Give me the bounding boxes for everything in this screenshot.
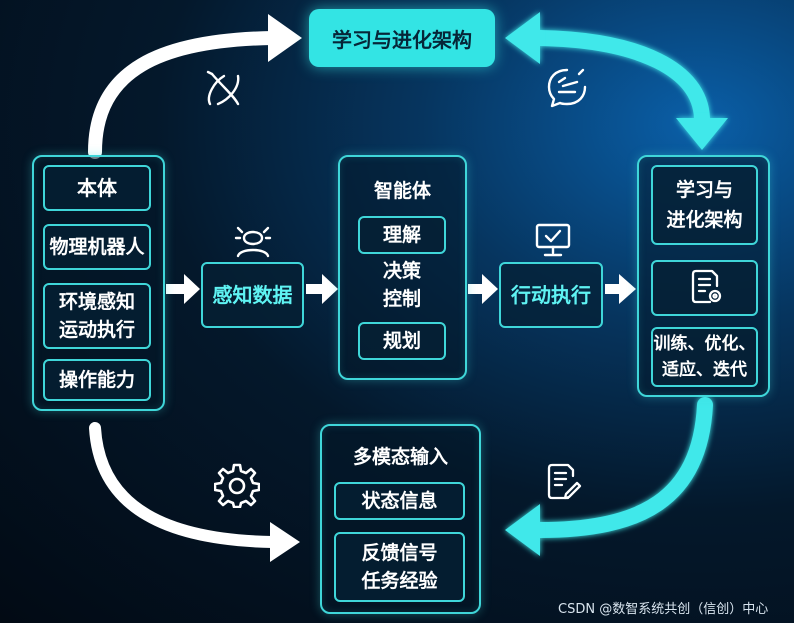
agent-item-understand: 理解 [358, 216, 446, 254]
top-architecture-box: 学习与进化架构 [309, 9, 495, 67]
monitor-check-icon [535, 223, 571, 257]
atom-icon [206, 70, 240, 106]
right-panel-title: 学习与 进化架构 [651, 165, 758, 245]
document-pen-icon [547, 463, 582, 500]
arrow-right-to-bottom [532, 397, 713, 538]
left-item-env-motion: 环境感知 运动执行 [43, 283, 151, 349]
arrowhead-agent-to-action [482, 274, 498, 304]
arrowhead-top-to-right [676, 118, 728, 150]
arrow-top-to-right [532, 30, 710, 126]
left-item-manipulation: 操作能力 [43, 359, 151, 401]
bottom-item-state: 状态信息 [334, 482, 465, 520]
watermark: CSDN @数智系统共创（信创）中心 [558, 602, 769, 617]
arrow-left-to-bottom [89, 422, 278, 548]
bottom-item-feedback-experience: 反馈信号 任务经验 [334, 532, 465, 602]
action-box: 行动执行 [499, 262, 603, 328]
left-item-robot: 物理机器人 [43, 224, 151, 270]
arrowhead-left-to-top [268, 14, 302, 62]
arrowhead-left-to-bottom [270, 522, 300, 562]
arrowhead-top-start [505, 12, 540, 64]
bottom-panel-title: 多模态输入 [352, 446, 448, 468]
arrowhead-right-to-bottom [505, 504, 540, 556]
perception-box: 感知数据 [201, 262, 304, 328]
agent-title: 智能体 [373, 180, 431, 202]
gear-icon [214, 463, 260, 508]
agent-item-decision-control: 决策 控制 [382, 260, 421, 310]
agent-item-plan: 规划 [358, 322, 446, 360]
arrowhead-action-to-right [619, 274, 636, 304]
top-architecture-title: 学习与进化架构 [332, 27, 472, 52]
chat-bubble-icon [547, 68, 587, 108]
right-icon-box [651, 260, 758, 316]
left-item-body: 本体 [43, 165, 151, 211]
arrowhead-perception-to-agent [322, 274, 338, 304]
arrowhead-left-to-perception [184, 274, 200, 304]
arrow-left-to-top [88, 31, 279, 159]
document-gear-icon [691, 269, 722, 304]
right-item-train-optimize: 训练、优化、 适应、迭代 [651, 327, 758, 387]
robot-head-icon [234, 226, 272, 258]
